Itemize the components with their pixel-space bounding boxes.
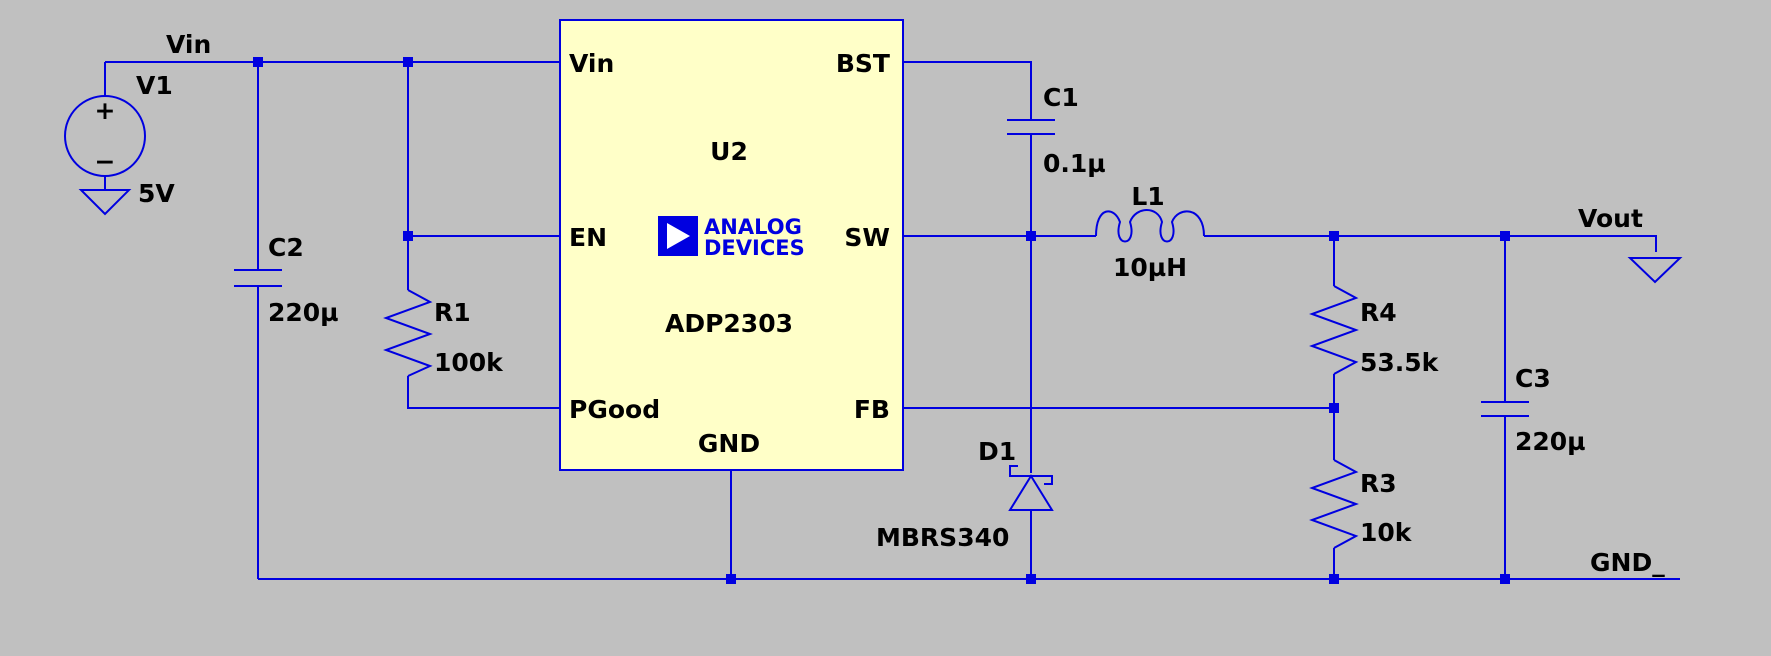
schottky-bar [1009,465,1053,485]
junction-dot [1500,231,1510,241]
junction-dot [1026,231,1036,241]
resistor-r1[interactable]: R1 100k [383,289,504,377]
wires [104,61,1680,580]
pin-label-gnd: GND [698,429,760,458]
r4-value: 53.5k [1360,348,1440,377]
wire-vout [1204,235,1657,252]
source-plus-sign: + [95,96,116,125]
c2-ref: C2 [268,233,304,262]
junction-dot [1500,574,1510,584]
resistor-zigzag [1309,459,1359,549]
r4-ref: R4 [1360,298,1397,327]
inductor-l1[interactable]: L1 10µH [1095,182,1205,282]
wire-r1-bottom [407,376,560,409]
d1-ref: D1 [978,437,1016,466]
voltage-source-v1[interactable]: + − V1 5V [64,71,175,216]
ground-icon [78,189,132,216]
junctions [253,57,1510,584]
c2-value: 220µ [268,298,339,327]
ic-ref: U2 [710,137,748,166]
junction-dot [1329,231,1339,241]
pin-label-fb: FB [854,395,890,424]
l1-ref: L1 [1131,182,1164,211]
resistor-r3[interactable]: R3 10k [1309,459,1413,549]
capacitor-c3[interactable]: C3 220µ [1481,364,1586,456]
logo-text-line2: DEVICES [704,236,805,260]
net-label-gnd: GND_ [1590,548,1665,577]
ic-u2-adp2303[interactable]: Vin EN PGood GND BST SW FB U2 ADP2303 AN… [559,19,904,471]
v1-ref: V1 [136,71,173,100]
c3-value: 220µ [1515,427,1586,456]
junction-dot [1329,574,1339,584]
junction-dot [253,57,263,67]
diode-triangle [1008,474,1054,511]
source-minus-sign: − [95,147,116,176]
r1-ref: R1 [434,298,471,327]
diode-d1[interactable]: D1 MBRS340 [876,437,1054,552]
wire-bst [903,61,1032,120]
r1-value: 100k [434,348,504,377]
resistor-zigzag [383,289,433,377]
junction-dot [726,574,736,584]
capacitor-c1[interactable]: C1 0.1µ [1007,83,1106,178]
analog-devices-logo: ANALOG DEVICES [658,215,805,260]
junction-dot [1026,574,1036,584]
pin-label-bst: BST [836,49,890,78]
net-label-vout: Vout [1578,204,1643,233]
inductor-coils [1095,209,1205,243]
net-label-vin: Vin [166,30,211,59]
junction-dot [1329,403,1339,413]
v1-value: 5V [138,179,175,208]
ground-icon [1627,257,1683,284]
l1-value: 10µH [1113,253,1187,282]
voltage-source-symbol [64,95,146,177]
junction-dot [403,57,413,67]
c1-value: 0.1µ [1043,149,1106,178]
pin-label-pgood: PGood [569,395,660,424]
r3-value: 10k [1360,518,1413,547]
pin-label-en: EN [569,223,607,252]
logo-triangle-icon [667,223,690,249]
capacitor-c2[interactable]: C2 220µ [234,233,339,327]
r3-ref: R3 [1360,469,1397,498]
ic-body [559,19,904,471]
c3-ref: C3 [1515,364,1551,393]
junction-dot [403,231,413,241]
resistor-r4[interactable]: R4 53.5k [1309,285,1440,377]
c1-ref: C1 [1043,83,1079,112]
pin-label-vin: Vin [569,49,614,78]
d1-value: MBRS340 [876,523,1009,552]
logo-text-line1: ANALOG [704,215,802,239]
pin-label-sw: SW [844,223,890,252]
ic-part-number: ADP2303 [665,309,793,338]
resistor-zigzag [1309,285,1359,375]
